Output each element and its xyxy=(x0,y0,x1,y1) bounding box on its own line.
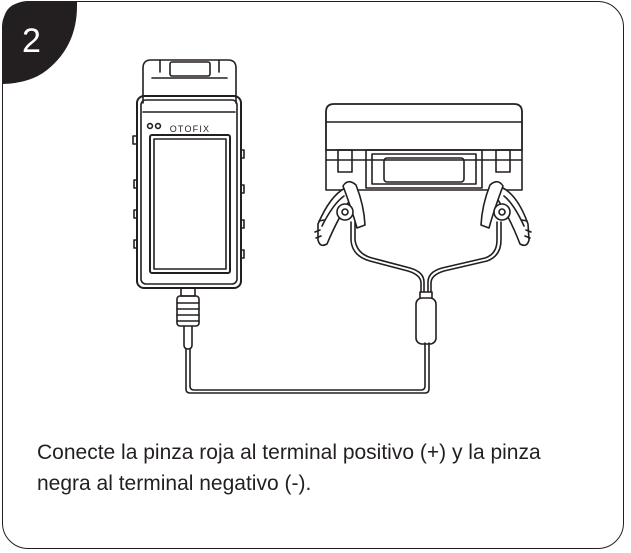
battery-test-illustration: OTOFIX xyxy=(132,59,532,394)
black-clamp xyxy=(480,180,532,247)
tester-device xyxy=(132,59,245,350)
test-cable xyxy=(185,221,502,394)
device-brand-label: OTOFIX xyxy=(170,124,211,134)
instruction-text: Conecte la pinza roja al terminal positi… xyxy=(37,441,541,495)
red-clamp xyxy=(314,180,366,247)
instruction-card xyxy=(2,1,624,549)
car-battery xyxy=(325,103,523,191)
step-number: 2 xyxy=(22,22,41,60)
step-badge xyxy=(3,2,77,84)
